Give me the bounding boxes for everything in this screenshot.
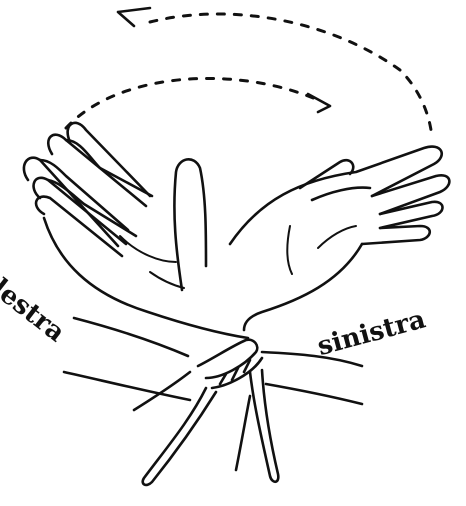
upper-arrowhead-icon — [118, 8, 150, 26]
left-hand-drawing — [230, 147, 449, 330]
upper-dotted-arrow — [118, 8, 432, 138]
cord-drawing — [143, 340, 279, 485]
right-hand-drawing — [24, 123, 248, 338]
lower-arrowhead-icon — [308, 94, 330, 112]
lower-dotted-arrow — [66, 78, 330, 128]
